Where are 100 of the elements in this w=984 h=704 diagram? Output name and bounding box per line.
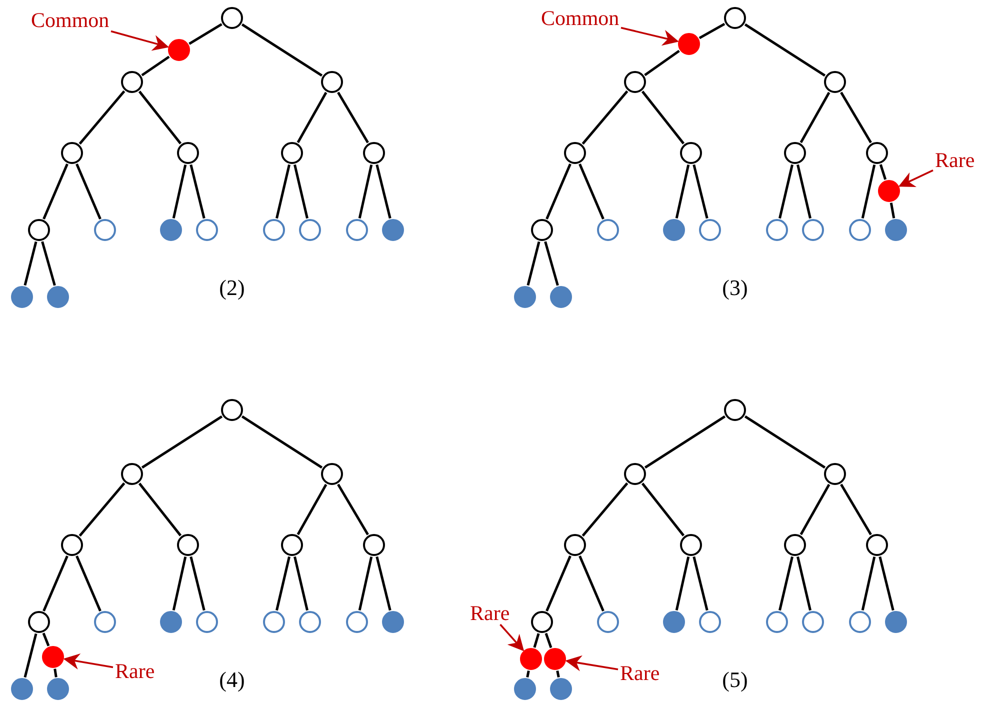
mutation-dot [544, 648, 566, 670]
tree-branch [241, 415, 323, 469]
tree-node [121, 463, 143, 485]
tree-branch [190, 556, 206, 611]
leader-arrow [110, 30, 169, 51]
tree-node [221, 7, 243, 29]
tree-branch [276, 164, 290, 219]
open-leaf-node [299, 219, 321, 241]
tree-branch [138, 482, 182, 536]
tree-node [866, 142, 888, 164]
filled-leaf-node [47, 678, 69, 700]
tree-branch [556, 670, 560, 678]
open-leaf-node [699, 611, 721, 633]
leader-arrow [620, 26, 679, 46]
tree-branch [294, 556, 308, 611]
panel-label: (2) [219, 277, 245, 299]
tree-branch [796, 164, 812, 219]
tree-branch [544, 241, 559, 286]
tree-branch [890, 202, 896, 218]
filled-leaf-node [11, 286, 33, 308]
tree-node [121, 71, 143, 93]
filled-leaf-node [885, 219, 907, 241]
tree-branch [546, 164, 572, 220]
mutation-dot [678, 33, 700, 55]
mutation-label: Common [31, 10, 110, 30]
leader-arrow [565, 655, 618, 672]
tree-node [321, 463, 343, 485]
mutation-label: Rare [935, 150, 975, 170]
tree-branch [24, 241, 38, 286]
tree-branch [276, 556, 290, 611]
tree-branch [578, 556, 604, 612]
tree-branch [641, 90, 685, 144]
tree-branch [840, 484, 872, 536]
panel-label: (3) [722, 277, 748, 299]
tree-branch [337, 92, 369, 144]
mutation-label: Rare [115, 660, 155, 682]
mutation-label: Common [541, 8, 620, 28]
open-leaf-node [346, 219, 368, 241]
tree-node [61, 534, 83, 556]
filled-leaf-node [382, 219, 404, 241]
tree-branch [744, 415, 826, 469]
open-leaf-node [94, 219, 116, 241]
tree-branch [544, 632, 552, 648]
mutation-dot [42, 646, 64, 668]
open-leaf-node [597, 219, 619, 241]
filled-leaf-node [382, 611, 404, 633]
tree-branch [296, 484, 328, 536]
tree-node [221, 399, 243, 421]
tree-node [564, 142, 586, 164]
tree-branch [778, 164, 794, 219]
tree-branch [296, 92, 328, 144]
tree-branch [376, 164, 392, 219]
tree-branch [358, 556, 373, 611]
tree-branch [141, 56, 170, 76]
open-leaf-node [196, 219, 218, 241]
leader-arrow [500, 624, 524, 652]
open-leaf-node [196, 611, 218, 633]
open-leaf-node [699, 219, 721, 241]
tree-branch [692, 164, 708, 219]
open-leaf-node [766, 219, 788, 241]
tree-branch [840, 92, 872, 144]
mutation-dot [520, 648, 542, 670]
mutation-label: Rare [620, 662, 660, 684]
tree-branch [172, 164, 187, 219]
tree-branch [141, 415, 223, 469]
tree-branch [644, 415, 726, 469]
tree-node [624, 71, 646, 93]
tree-node [281, 534, 303, 556]
tree-node [824, 71, 846, 93]
tree-branch [78, 90, 126, 145]
tree-branch [41, 241, 56, 286]
tree-node [564, 534, 586, 556]
tree-node [724, 399, 746, 421]
tree-branch [546, 556, 572, 612]
tree-branch [582, 482, 628, 537]
tree-branch [358, 164, 373, 219]
tree-branch [190, 164, 206, 219]
open-leaf-node [802, 219, 824, 241]
tree-branch [188, 23, 222, 45]
tree-node [321, 71, 343, 93]
tree-branch [861, 164, 876, 219]
tree-node [624, 463, 646, 485]
tree-branch [879, 164, 887, 180]
tree-branch [533, 633, 540, 648]
tree-node [177, 534, 199, 556]
filled-leaf-node [11, 678, 33, 700]
tree-branch [54, 668, 58, 678]
open-leaf-node [766, 611, 788, 633]
tree-branch [78, 482, 126, 537]
tree-node [824, 463, 846, 485]
open-leaf-node [263, 219, 285, 241]
tree-branch [241, 23, 323, 77]
tree-node [680, 142, 702, 164]
panel-label: (4) [219, 669, 245, 691]
tree-node [61, 142, 83, 164]
filled-leaf-node [47, 286, 69, 308]
leader-arrow [898, 170, 934, 188]
open-leaf-node [94, 611, 116, 633]
tree-branch [675, 556, 690, 611]
open-leaf-node [597, 611, 619, 633]
